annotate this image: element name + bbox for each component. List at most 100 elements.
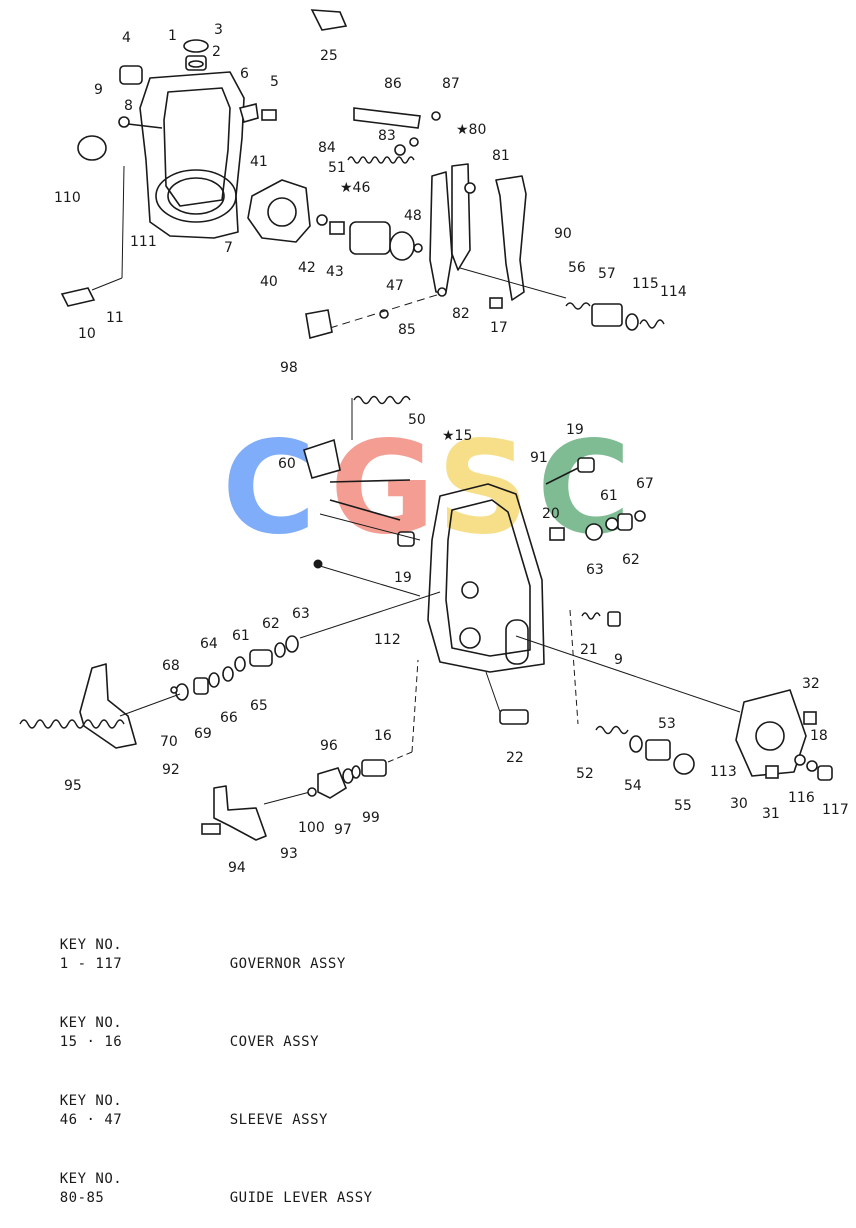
callout-54: 54 (624, 778, 642, 794)
leader-22 (485, 671, 501, 713)
callout-51: 51 (328, 160, 346, 176)
screw-part-52 (595, 725, 629, 735)
callout-112: 112 (374, 632, 401, 648)
bushing-part-19a (577, 457, 595, 473)
washer-part-115 (625, 313, 639, 331)
callout-41: 41 (250, 154, 268, 170)
cover-boss (459, 627, 481, 649)
callout-32: 32 (802, 676, 820, 692)
sleeve-part-46 (349, 221, 391, 255)
leader-52 (569, 609, 579, 725)
washer-part-116 (794, 754, 806, 766)
lever-part-92 (79, 663, 137, 749)
clip-part-63a (285, 635, 299, 653)
screw-part-17 (489, 297, 503, 309)
pin-part-82 (437, 287, 447, 297)
callout-90: 90 (554, 226, 572, 242)
leader-85 (329, 293, 441, 329)
pin-part-83 (409, 137, 419, 147)
callout-8: 8 (124, 98, 133, 114)
washer-part-62a (274, 642, 286, 658)
guide-lever-plate (451, 163, 471, 271)
leader-113 (515, 635, 741, 713)
plug-part-25 (310, 9, 348, 31)
part-69 (193, 677, 209, 695)
callout-66: 66 (220, 710, 238, 726)
callout-64: 64 (200, 636, 218, 652)
callout-15: ★15 (442, 428, 472, 444)
washer-part-66 (208, 672, 220, 688)
callout-111: 111 (130, 234, 157, 250)
bolt-part-31 (765, 765, 779, 779)
key-label: KEY NO. (59, 1014, 123, 1031)
spring-part-51 (347, 156, 415, 164)
part-87 (431, 111, 441, 121)
nut-part-57 (591, 303, 623, 327)
callout-113: 113 (710, 764, 737, 780)
spring-part-95 (19, 719, 125, 729)
callout-114: 114 (660, 284, 687, 300)
callout-91: 91 (530, 450, 548, 466)
leader-10 (91, 277, 123, 291)
callout-31: 31 (762, 806, 780, 822)
clip-part-10 (60, 287, 96, 307)
leader-upper-left (319, 565, 421, 597)
callout-117: 117 (822, 802, 849, 818)
washer-part-84 (394, 144, 406, 156)
part-61a (249, 649, 273, 667)
washer-part-42 (316, 214, 328, 226)
bolt-part-8 (127, 123, 163, 129)
leader-10b (121, 165, 125, 279)
callout-53: 53 (658, 716, 676, 732)
washer-part-99 (351, 765, 361, 779)
key-description: GOVERNOR ASSY (229, 956, 346, 972)
callout-48: 48 (404, 208, 422, 224)
callout-65: 65 (250, 698, 268, 714)
shaft-part-91 (545, 465, 583, 485)
callout-70: 70 (160, 734, 178, 750)
callout-83: 83 (378, 128, 396, 144)
callout-98: 98 (280, 360, 298, 376)
callout-47: 47 (386, 278, 404, 294)
key-range: 1 - 117 (59, 956, 123, 972)
callout-22: 22 (506, 750, 524, 766)
key-range: 46 · 47 (59, 1112, 123, 1128)
pin-part-68 (170, 686, 178, 694)
callout-67: 67 (636, 476, 654, 492)
washer-part-18 (806, 760, 818, 772)
callout-81: 81 (492, 148, 510, 164)
callout-56: 56 (568, 260, 586, 276)
washer-part-65 (222, 666, 234, 682)
key-description: GUIDE LEVER ASSY (229, 1190, 373, 1206)
callout-43: 43 (326, 264, 344, 280)
key-description: SLEEVE ASSY (229, 1112, 328, 1128)
callout-55: 55 (674, 798, 692, 814)
callout-85: 85 (398, 322, 416, 338)
washer-part-100 (307, 787, 317, 797)
cover-inner-frame (445, 499, 531, 657)
nut-part-117 (817, 765, 833, 781)
housing-inner-frame (163, 87, 231, 207)
bolt-part-22 (499, 709, 529, 725)
leader-93 (263, 791, 311, 805)
callout-labels: 1 2 3 4 5 6 7 8 9 10 11 17 25 40 41 42 4… (54, 22, 849, 876)
callout-10: 10 (78, 326, 96, 342)
bolt-part-16 (361, 759, 387, 777)
guide-lever-part-80 (429, 171, 453, 293)
leader-63a (299, 591, 441, 639)
lever-part-86 (353, 107, 421, 129)
washer-part-62b (605, 517, 619, 531)
callout-61a: 61 (232, 628, 250, 644)
screw-part-5 (261, 109, 277, 121)
callout-21: 21 (580, 642, 598, 658)
key-description: COVER ASSY (229, 1034, 320, 1050)
callout-61b: 61 (600, 488, 618, 504)
callout-87: 87 (442, 76, 460, 92)
watermark-letter-1: C (222, 414, 316, 563)
callout-18: 18 (810, 728, 828, 744)
callout-9: 9 (94, 82, 103, 98)
